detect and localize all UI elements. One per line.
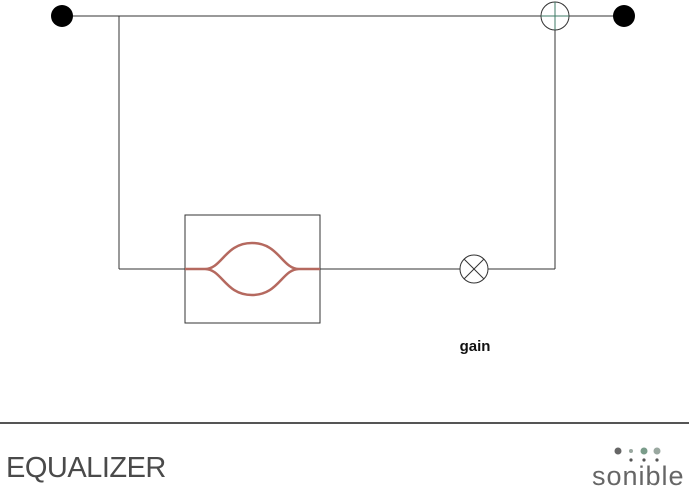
signal-flow-diagram	[51, 1, 635, 324]
output-node	[613, 5, 635, 27]
brand-logo: sonible	[590, 444, 686, 491]
brand-name: sonible	[592, 461, 685, 491]
brand-dots-icon	[614, 447, 661, 462]
footer-divider	[0, 422, 689, 424]
gain-multiplier-icon	[459, 254, 489, 284]
input-node	[51, 5, 73, 27]
gain-label: gain	[459, 338, 491, 355]
adder-junction-icon	[540, 1, 570, 31]
page-title: EQUALIZER	[6, 452, 166, 484]
filter-response-curve	[185, 241, 320, 297]
